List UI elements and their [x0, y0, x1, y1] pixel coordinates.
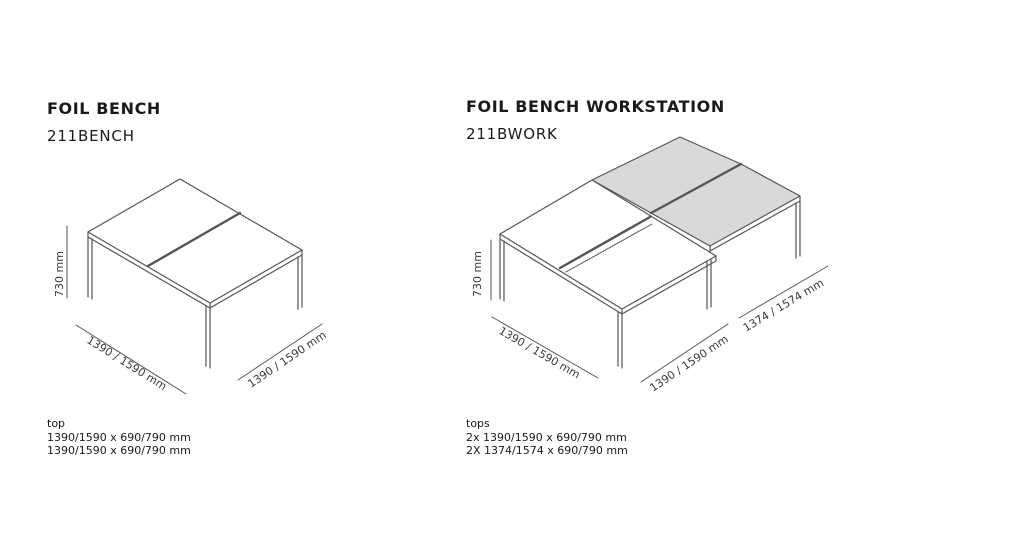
bench-spec-line-2: 1390/1590 x 690/790 mm — [47, 444, 191, 457]
bench-specs: top 1390/1590 x 690/790 mm 1390/1590 x 6… — [47, 417, 191, 458]
bench-dim-depth-line — [237, 323, 323, 381]
workstation-top-divider — [558, 215, 652, 270]
bench-dim-length-line — [75, 324, 187, 395]
bench-title: FOIL BENCH — [47, 99, 161, 118]
workstation-spec-line-1: 2x 1390/1590 x 690/790 mm — [466, 430, 627, 444]
workstation-dim-depth: 1390 / 1590 mm — [647, 332, 730, 394]
workstation-dim-depth2: 1374 / 1574 mm — [741, 276, 826, 334]
workstation-legs — [499, 200, 801, 369]
workstation-specs-label: tops — [466, 417, 490, 430]
bench-top-divider — [146, 211, 242, 268]
bench-dim-height: 730 mm — [53, 251, 66, 297]
workstation-specs: tops 2x 1390/1590 x 690/790 mm 2X 1374/1… — [466, 417, 628, 458]
workstation-drawing — [490, 136, 829, 383]
workstation-dim-depth-line — [640, 323, 729, 383]
workstation-code: 211BWORK — [466, 125, 558, 143]
bench-dim-depth: 1390 / 1590 mm — [245, 328, 328, 390]
bench-specs-label: top — [47, 417, 66, 430]
workstation-dim-length-line — [491, 316, 599, 379]
workstation-dim-height: 730 mm — [471, 251, 484, 297]
workstation-title: FOIL BENCH WORKSTATION — [466, 97, 725, 116]
workstation-spec-line-2: 2X 1374/1574 x 690/790 mm — [466, 444, 628, 457]
bench-tabletop — [87, 178, 303, 304]
bench-spec-line-1: 1390/1590 x 690/790 mm — [47, 430, 191, 444]
bench-legs — [87, 236, 303, 369]
workstation-dim-length: 1390 / 1590 mm — [497, 324, 583, 381]
workstation-dim-depth2-line — [738, 265, 829, 319]
bench-drawing — [66, 178, 323, 395]
bench-code: 211BENCH — [47, 127, 135, 145]
bench-dim-length: 1390 / 1590 mm — [84, 334, 169, 394]
